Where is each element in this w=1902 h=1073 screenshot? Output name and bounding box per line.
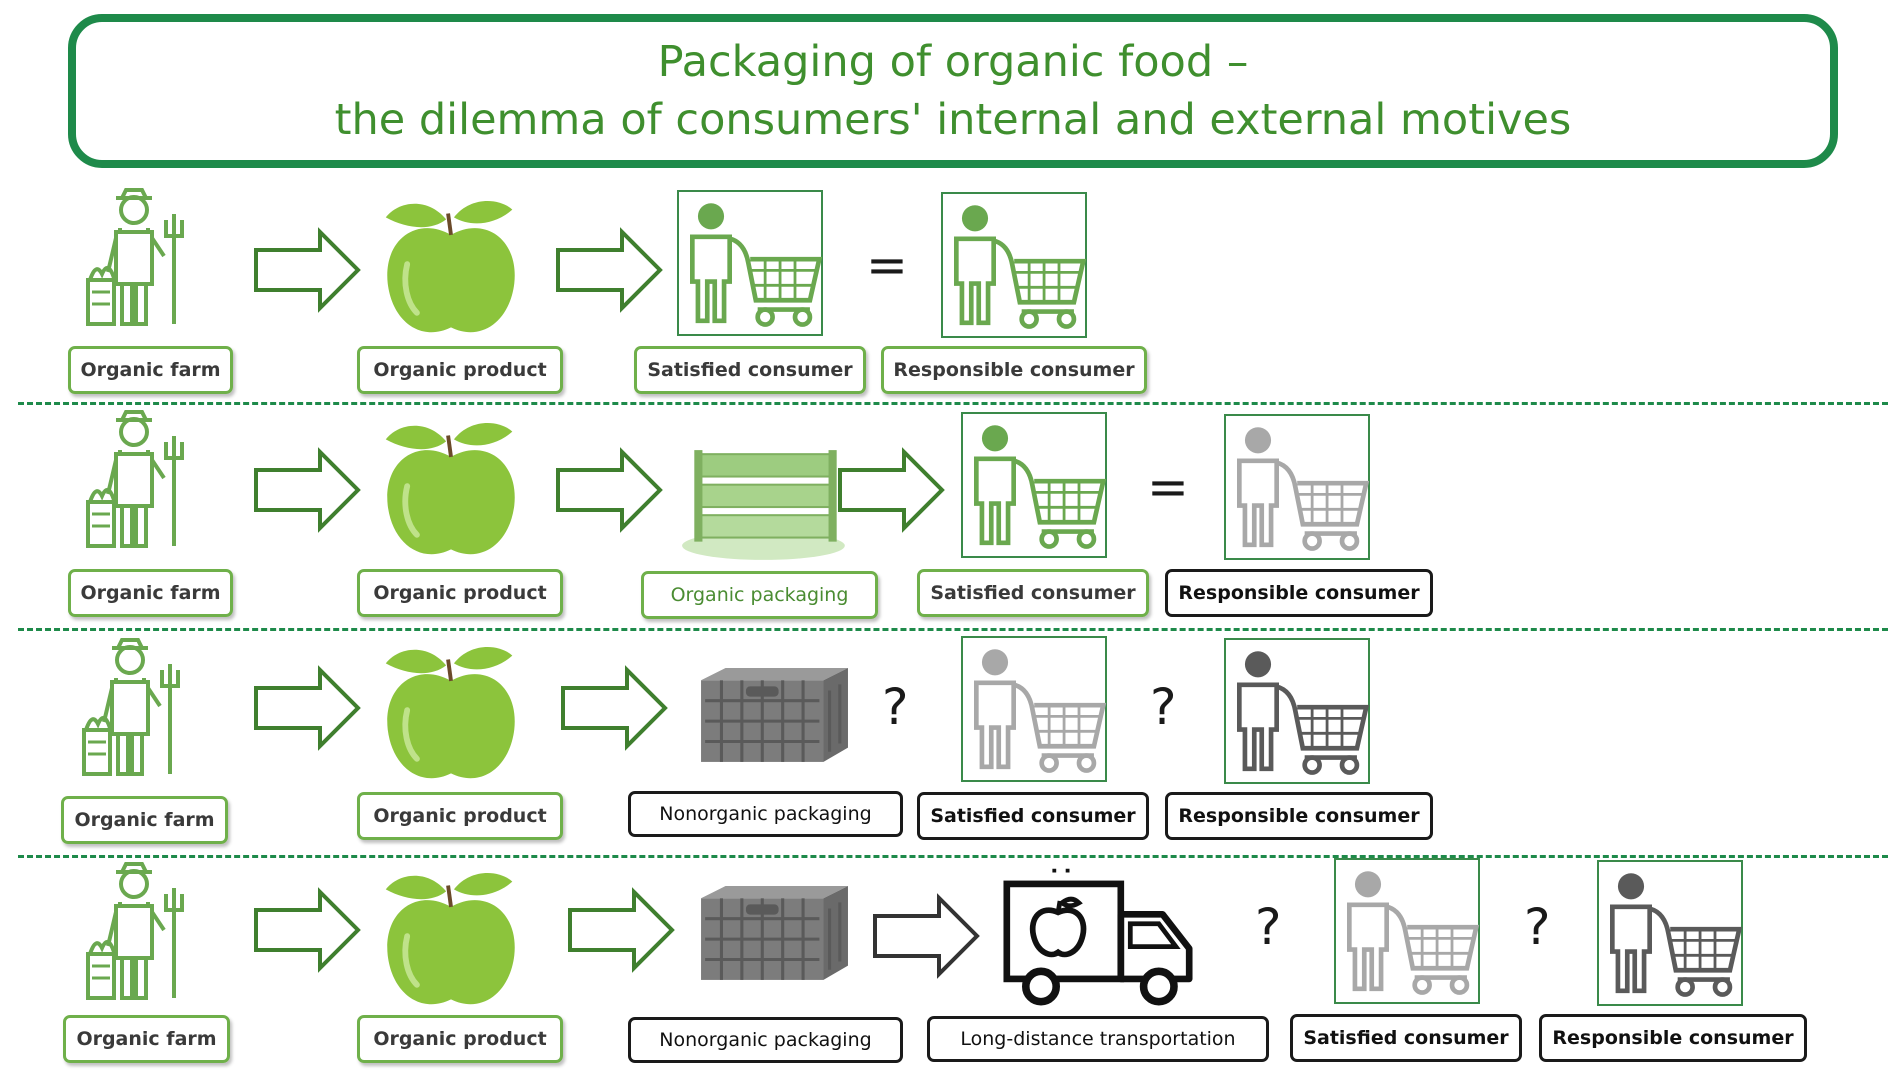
- arrow-right-icon: [568, 890, 674, 970]
- label-long-distance-transportation: Long-distance transportation: [927, 1016, 1269, 1062]
- label-nonorganic-packaging: Nonorganic packaging: [628, 1017, 903, 1063]
- label-organic-farm: Organic farm: [63, 1015, 230, 1063]
- arrow-right-icon: [561, 668, 667, 748]
- apple-icon: [376, 642, 526, 788]
- consumer-with-cart-icon: [967, 415, 1107, 553]
- arrow-right-icon: [556, 450, 662, 530]
- title-line-2: the dilemma of consumers' internal and e…: [334, 95, 1572, 145]
- apple-icon: [376, 418, 526, 564]
- title-box: Packaging of organic food – the dilemma …: [68, 14, 1838, 168]
- consumer-with-cart-icon: [683, 193, 823, 331]
- question-mark: ?: [1150, 678, 1177, 736]
- equals-sign: =: [866, 236, 908, 294]
- label-satisfied-consumer: Satisfied consumer: [1290, 1014, 1522, 1062]
- consumer-with-cart-icon: [947, 195, 1087, 333]
- arrow-right-icon: [254, 230, 360, 310]
- label-satisfied-consumer: Satisfied consumer: [634, 346, 866, 394]
- consumer-with-cart-icon: [1603, 863, 1743, 1001]
- consumer-with-cart-icon: [1340, 861, 1480, 999]
- farmer-icon: [86, 188, 184, 326]
- label-organic-packaging: Organic packaging: [641, 571, 878, 619]
- label-organic-product: Organic product: [357, 1015, 563, 1063]
- consumer-with-cart-icon: [1230, 417, 1370, 555]
- question-mark: ?: [882, 678, 909, 736]
- farmer-icon: [82, 638, 180, 776]
- apple-icon: [376, 868, 526, 1014]
- plastic-crate-icon: [699, 884, 850, 982]
- arrow-right-icon: [254, 450, 360, 530]
- farmer-icon: [86, 410, 184, 548]
- wooden-crate-icon: [681, 449, 846, 561]
- label-organic-product: Organic product: [357, 346, 563, 394]
- row-divider: [18, 628, 1888, 631]
- plastic-crate-icon: [699, 666, 850, 764]
- row-divider: [18, 402, 1888, 405]
- label-organic-farm: Organic farm: [68, 569, 233, 617]
- arrow-right-icon: [254, 668, 360, 748]
- apple-icon: [376, 196, 526, 342]
- arrow-right-icon: [838, 450, 944, 530]
- delivery-truck-icon: [1003, 866, 1193, 1012]
- label-responsible-consumer: Responsible consumer: [1539, 1014, 1807, 1062]
- row-divider: [18, 855, 1888, 858]
- label-responsible-consumer: Responsible consumer: [1165, 569, 1433, 617]
- question-mark: ?: [1524, 898, 1551, 956]
- label-organic-farm: Organic farm: [61, 796, 228, 844]
- label-organic-product: Organic product: [357, 569, 563, 617]
- label-satisfied-consumer: Satisfied consumer: [917, 569, 1149, 617]
- consumer-with-cart-icon: [967, 639, 1107, 777]
- title-line-1: Packaging of organic food –: [657, 37, 1249, 87]
- label-organic-product: Organic product: [357, 792, 563, 840]
- label-satisfied-consumer: Satisfied consumer: [917, 792, 1149, 840]
- label-responsible-consumer: Responsible consumer: [881, 346, 1147, 394]
- label-nonorganic-packaging: Nonorganic packaging: [628, 791, 903, 837]
- arrow-right-icon: [254, 890, 360, 970]
- arrow-right-icon: [556, 230, 662, 310]
- question-mark: ?: [1255, 898, 1282, 956]
- arrow-right-icon: [873, 896, 979, 976]
- consumer-with-cart-icon: [1230, 641, 1370, 779]
- label-responsible-consumer: Responsible consumer: [1165, 792, 1433, 840]
- label-organic-farm: Organic farm: [68, 346, 233, 394]
- equals-sign: =: [1147, 458, 1189, 516]
- farmer-icon: [86, 862, 184, 1000]
